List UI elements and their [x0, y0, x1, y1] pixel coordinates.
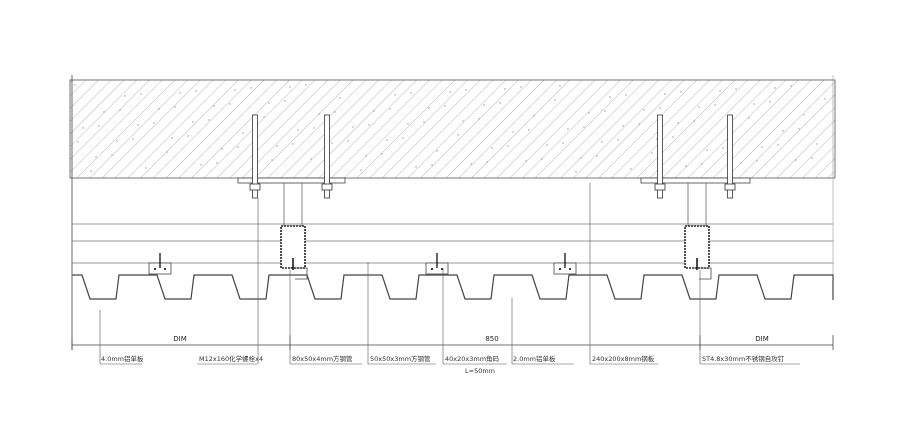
corrugated-panel: [72, 274, 834, 300]
chemical-bolt: [252, 114, 258, 199]
bolt-nut: [321, 183, 333, 191]
label-50x50-tube: 50x50x3mm方钢管: [370, 354, 431, 363]
chemical-bolt: [657, 114, 663, 199]
vertical-tube: [687, 182, 707, 227]
label-steel-plate: 240x200x8mm钢板: [592, 354, 655, 363]
angle-clip: [693, 267, 712, 280]
dimension-left: DIM: [173, 335, 187, 343]
horizontal-layers: [72, 223, 833, 264]
concrete-aggregate: [74, 84, 826, 173]
label-chemical-bolt: M12x160化学螺栓x4: [199, 354, 263, 363]
dimension-right: DIM: [755, 335, 769, 343]
callout-leaders: [99, 183, 800, 365]
chemical-bolt: [727, 114, 733, 199]
label-4mm-panel: 4.0mm铝单板: [101, 354, 144, 363]
angle-clip: [289, 267, 308, 280]
concrete-slab: [69, 79, 836, 179]
dimension-middle: 850: [485, 335, 498, 343]
label-2mm-panel: 2.0mm铝单板: [513, 354, 556, 363]
label-self-tapping-screw: ST4.8x30mm不锈钢自攻钉: [702, 354, 785, 363]
label-angle-clip-length: L=50mm: [465, 367, 495, 375]
steel-brackets: [148, 114, 751, 280]
label-80x50-tube: 80x50x4mm方钢管: [292, 354, 353, 363]
callout-labels: 4.0mm铝单板 M12x160化学螺栓x4 80x50x4mm方钢管 50x5…: [101, 354, 785, 375]
bolt-nut: [654, 183, 666, 191]
bolt-nut: [249, 183, 261, 191]
vertical-tube: [283, 182, 303, 227]
chemical-bolt: [324, 114, 330, 199]
bolt-nut: [724, 183, 736, 191]
label-angle-clip: 40x20x3mm角码: [445, 354, 500, 363]
